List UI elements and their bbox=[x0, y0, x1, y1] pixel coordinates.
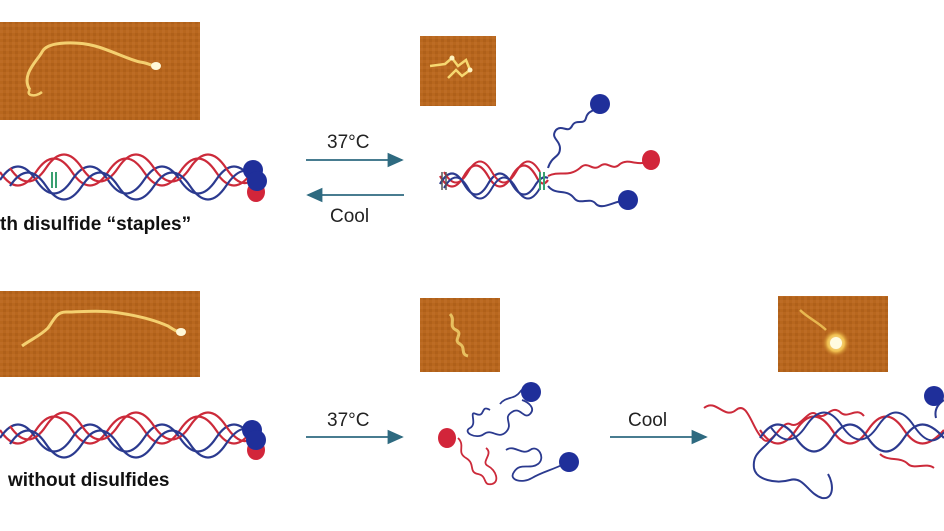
label-bottom-cool: Cool bbox=[628, 410, 668, 431]
bead-cluster-bottom-left bbox=[242, 420, 266, 460]
caption-top: th disulfide “staples” bbox=[0, 214, 192, 235]
afm-image-top-middle bbox=[420, 36, 496, 106]
label-top-reverse: Cool bbox=[330, 206, 370, 227]
bead-cluster-top-left bbox=[243, 160, 267, 202]
helix-bottom-left bbox=[0, 411, 253, 459]
unfolded-strands-top bbox=[547, 94, 660, 210]
helix-top-middle bbox=[439, 160, 549, 200]
afm-image-top-left bbox=[0, 22, 200, 120]
label-top-forward: 37°C bbox=[327, 132, 370, 153]
afm-image-bottom-right bbox=[778, 296, 888, 372]
helix-top-left bbox=[0, 153, 253, 201]
caption-bottom: without disulfides bbox=[8, 470, 170, 491]
misfolded-helix-bottom-right bbox=[703, 386, 944, 500]
random-coils-bottom-middle bbox=[438, 382, 579, 486]
afm-image-bottom-middle bbox=[420, 298, 500, 372]
label-bottom-forward: 37°C bbox=[327, 410, 370, 431]
afm-image-bottom-left bbox=[0, 291, 200, 377]
